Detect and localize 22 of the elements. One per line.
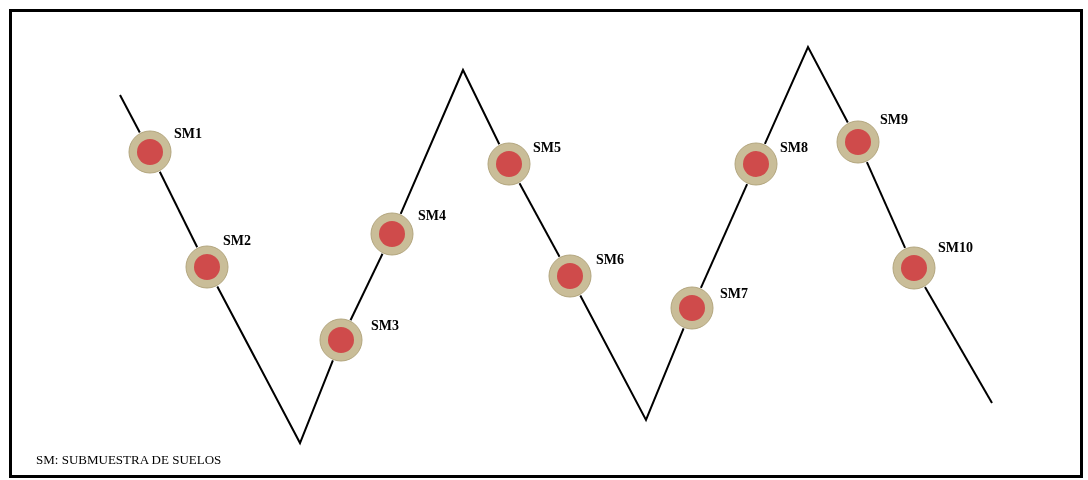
zigzag-path-line: [579, 294, 685, 423]
sample-label: SM9: [880, 112, 908, 128]
sample-label: SM10: [938, 240, 973, 256]
zigzag-path-line: [763, 44, 849, 145]
zigzag-path-line: [865, 161, 907, 249]
sample-label: SM8: [780, 140, 808, 156]
sample-label: SM3: [371, 318, 399, 334]
zigzag-path-line: [399, 67, 501, 215]
zigzag-path-line: [699, 183, 749, 289]
zigzag-path-line: [924, 286, 993, 404]
sample-label: SM1: [174, 126, 202, 142]
sample-label: SM7: [720, 286, 748, 302]
legend-note: SM: SUBMUESTRA DE SUELOS: [36, 452, 222, 468]
sample-label: SM2: [223, 233, 251, 249]
zigzag-path-line: [119, 94, 141, 134]
zigzag-path-line: [518, 182, 561, 258]
zigzag-path-line: [158, 170, 199, 249]
sample-label: SM5: [533, 140, 561, 156]
sample-label: SM4: [418, 208, 446, 224]
zigzag-path-line: [216, 285, 334, 446]
zigzag-path-line: [349, 252, 384, 322]
sample-label: SM6: [596, 252, 624, 268]
